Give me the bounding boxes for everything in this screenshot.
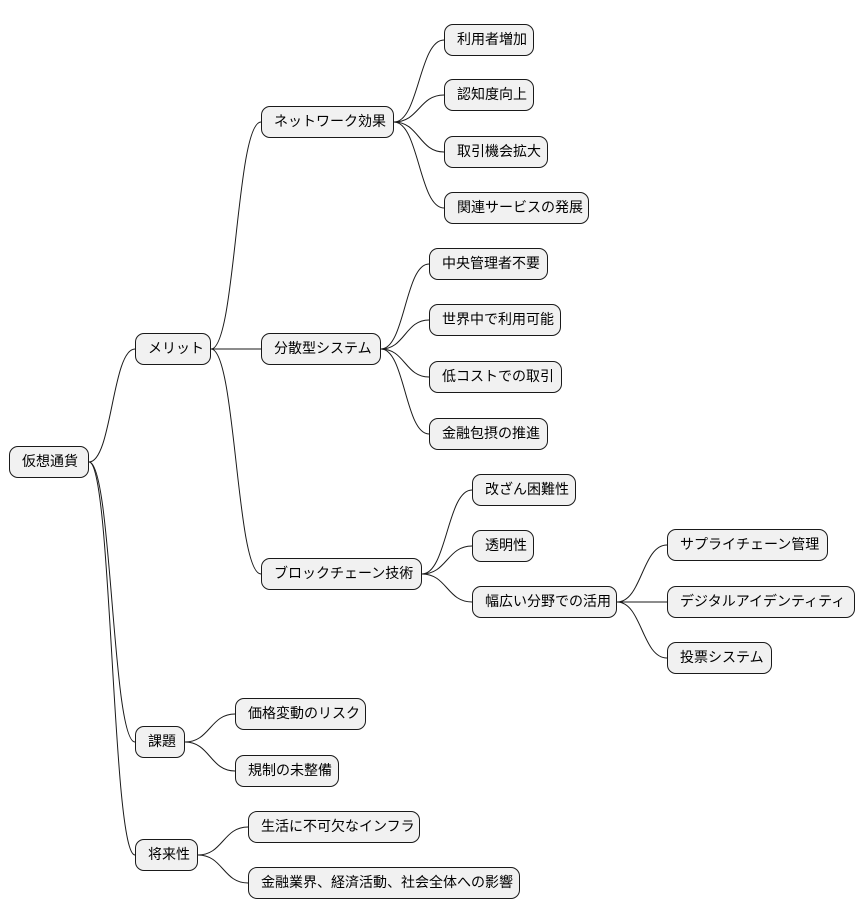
edge-issues-1 <box>184 713 236 743</box>
node-network-item[interactable]: 関連サービスの発展 <box>444 192 589 224</box>
edge-future-2 <box>197 854 249 884</box>
node-blockchain-item[interactable]: 改ざん困難性 <box>472 474 576 506</box>
edge-blockchain-1 <box>421 489 473 575</box>
edge-network-2 <box>393 94 445 123</box>
edge-root-future <box>88 461 136 856</box>
node-blockchain-item[interactable]: 幅広い分野での活用 <box>472 586 617 618</box>
node-application-item[interactable]: サプライチェーン管理 <box>667 529 828 561</box>
node-application-item[interactable]: デジタルアイデンティティ <box>667 586 855 618</box>
node-blockchain-tech[interactable]: ブロックチェーン技術 <box>261 558 422 590</box>
node-application-item[interactable]: 投票システム <box>667 642 772 674</box>
node-merit[interactable]: メリット <box>135 333 211 365</box>
edge-root-issues <box>88 461 136 743</box>
node-issues-item[interactable]: 価格変動のリスク <box>235 698 366 730</box>
edge-root-merit <box>88 348 136 463</box>
node-network-item[interactable]: 取引機会拡大 <box>444 136 548 168</box>
node-distributed-item[interactable]: 世界中で利用可能 <box>429 304 561 336</box>
edge-app-3 <box>616 601 668 659</box>
edge-future-1 <box>197 826 249 856</box>
node-issues-item[interactable]: 規制の未整備 <box>235 755 339 787</box>
edge-distributed-2 <box>380 319 430 350</box>
node-network-item[interactable]: 利用者増加 <box>444 24 534 56</box>
edge-merit-network <box>210 121 262 350</box>
edge-blockchain-3 <box>421 573 473 603</box>
node-network-effect[interactable]: ネットワーク効果 <box>261 106 394 138</box>
edge-network-1 <box>393 39 445 123</box>
node-distributed-item[interactable]: 中央管理者不要 <box>429 248 548 280</box>
edge-network-3 <box>393 121 445 153</box>
edge-issues-2 <box>184 741 236 772</box>
node-root[interactable]: 仮想通貨 <box>9 446 89 478</box>
edge-blockchain-2 <box>421 545 473 575</box>
node-issues[interactable]: 課題 <box>135 726 185 758</box>
node-future-item[interactable]: 金融業界、経済活動、社会全体への影響 <box>248 867 520 899</box>
edge-app-1 <box>616 544 668 603</box>
node-network-item[interactable]: 認知度向上 <box>444 79 534 111</box>
node-distributed-item[interactable]: 金融包摂の推進 <box>429 418 548 450</box>
node-future[interactable]: 将来性 <box>135 839 198 871</box>
node-future-item[interactable]: 生活に不可欠なインフラ <box>248 811 420 843</box>
node-distributed-system[interactable]: 分散型システム <box>261 333 381 365</box>
edge-distributed-1 <box>380 263 430 350</box>
node-blockchain-item[interactable]: 透明性 <box>472 530 534 562</box>
node-distributed-item[interactable]: 低コストでの取引 <box>429 361 562 393</box>
edge-merit-blockchain <box>210 348 262 575</box>
edge-distributed-4 <box>380 348 430 435</box>
edge-network-4 <box>393 121 445 209</box>
edge-distributed-3 <box>380 348 430 378</box>
